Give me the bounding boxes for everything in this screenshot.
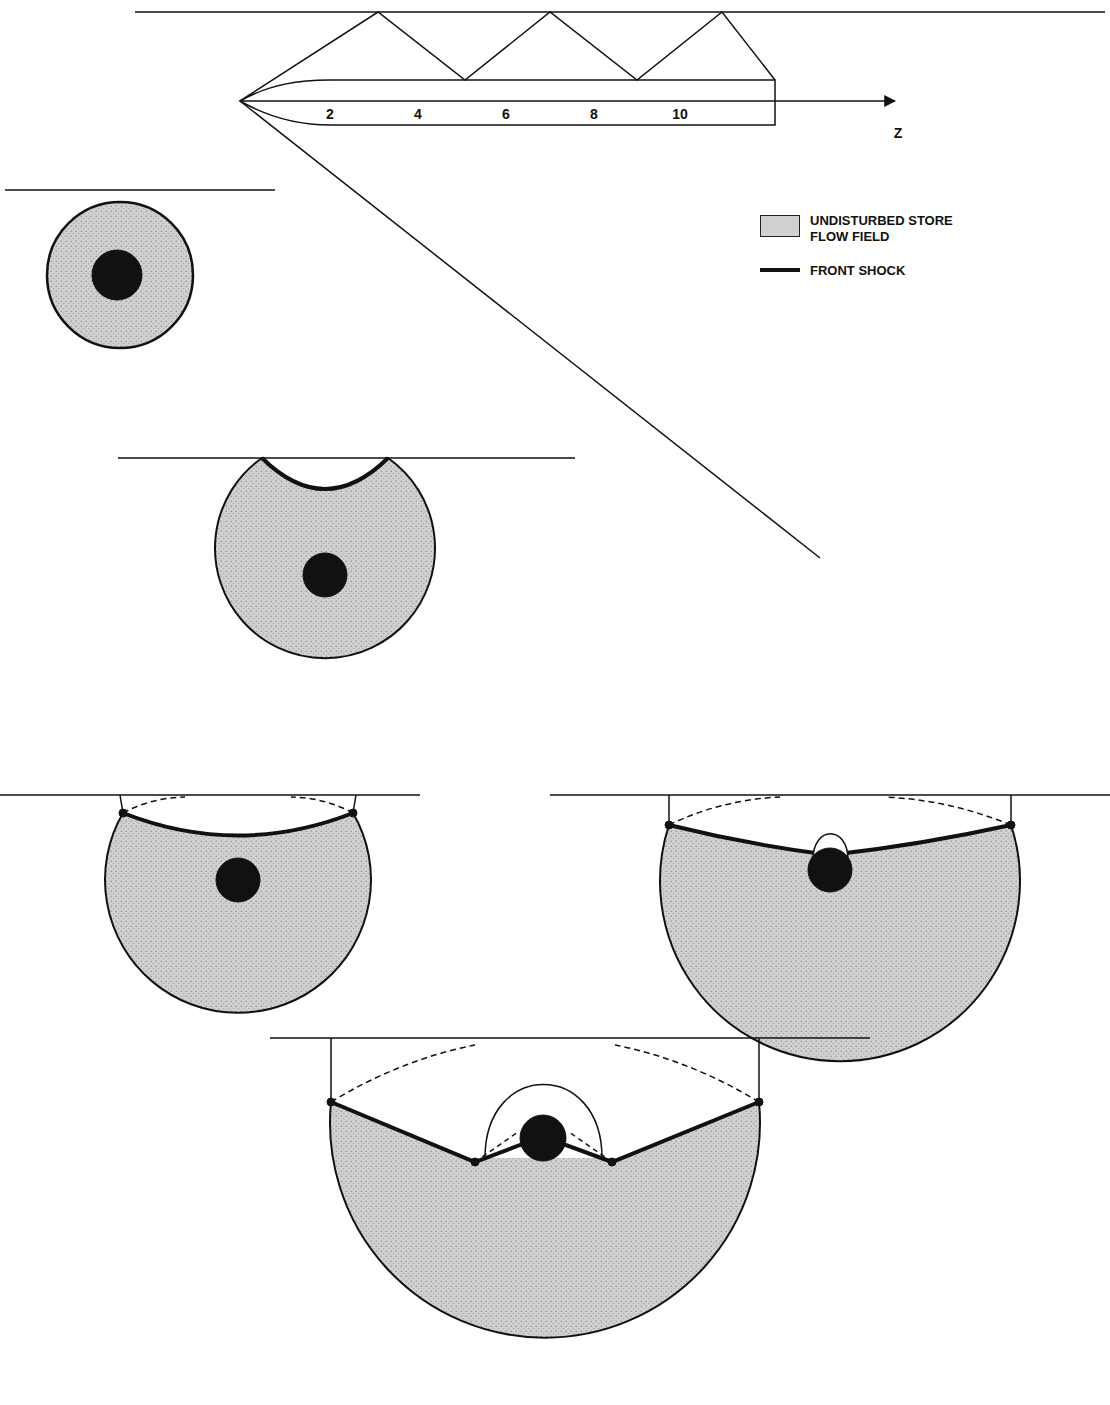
wall-line (135, 11, 1105, 13)
cross-section-1 (5, 190, 275, 348)
store-body (240, 80, 775, 125)
legend-swatch (760, 215, 800, 237)
station-number: 6 (502, 107, 510, 121)
axis-label: Z (894, 126, 903, 140)
cross-section-5 (270, 1038, 870, 1338)
station-number: 8 (590, 107, 598, 121)
station-number: 10 (672, 107, 688, 121)
station-number: 4 (414, 107, 422, 121)
bow-shock (240, 101, 820, 558)
z-axis (240, 100, 895, 102)
cross-section-3 (0, 795, 420, 1013)
legend-text: FRONT SHOCK (810, 263, 960, 279)
legend-line-sample (760, 270, 800, 271)
cross-section-2 (118, 458, 575, 658)
station-number: 2 (326, 107, 334, 121)
legend-text: UNDISTURBED STORE FLOW FIELD (810, 213, 960, 244)
cross-section-4 (550, 795, 1110, 1061)
reflected-shock (240, 12, 775, 101)
